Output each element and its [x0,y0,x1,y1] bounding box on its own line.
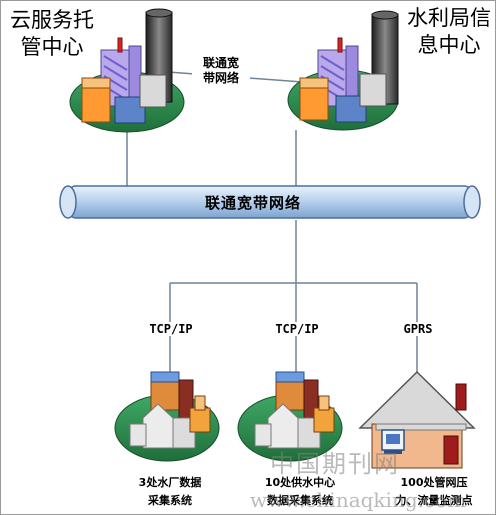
waterworks-graphic [114,371,220,462]
protocol-label-monitoring: GPRS [390,322,446,336]
protocol-label-supply: TCP/IP [262,322,332,336]
cloud-center-title: 云服务托 管中心 [10,8,94,59]
watermark-cn: 中国期刊网 [270,450,400,478]
backbone-pipe [59,185,481,219]
supply-center-graphic [237,371,343,462]
water-bureau-graphic [287,10,399,131]
orange-block [81,85,111,123]
monitoring-house-graphic [358,370,476,469]
water-bureau-title: 水利局信 息中心 [407,6,491,57]
cloud-center-graphic [69,8,185,133]
watermark-en: www.chinaqking.com [250,488,467,512]
monitoring-points-label: 100处管网压 力、流量监测点 [395,476,473,507]
grey-block [359,73,387,107]
backbone-label: 联通宽带网络 [204,194,301,212]
orange-block [299,85,329,121]
supply-centers-label: 10处供水中心 数据采集系统 [264,476,336,507]
waterworks-label: 3处水厂数据 采集系统 [138,476,202,507]
protocol-label-waterworks: TCP/IP [136,322,206,336]
top-link-label: 联通宽 带网络 [192,56,250,86]
grey-block [139,74,167,108]
